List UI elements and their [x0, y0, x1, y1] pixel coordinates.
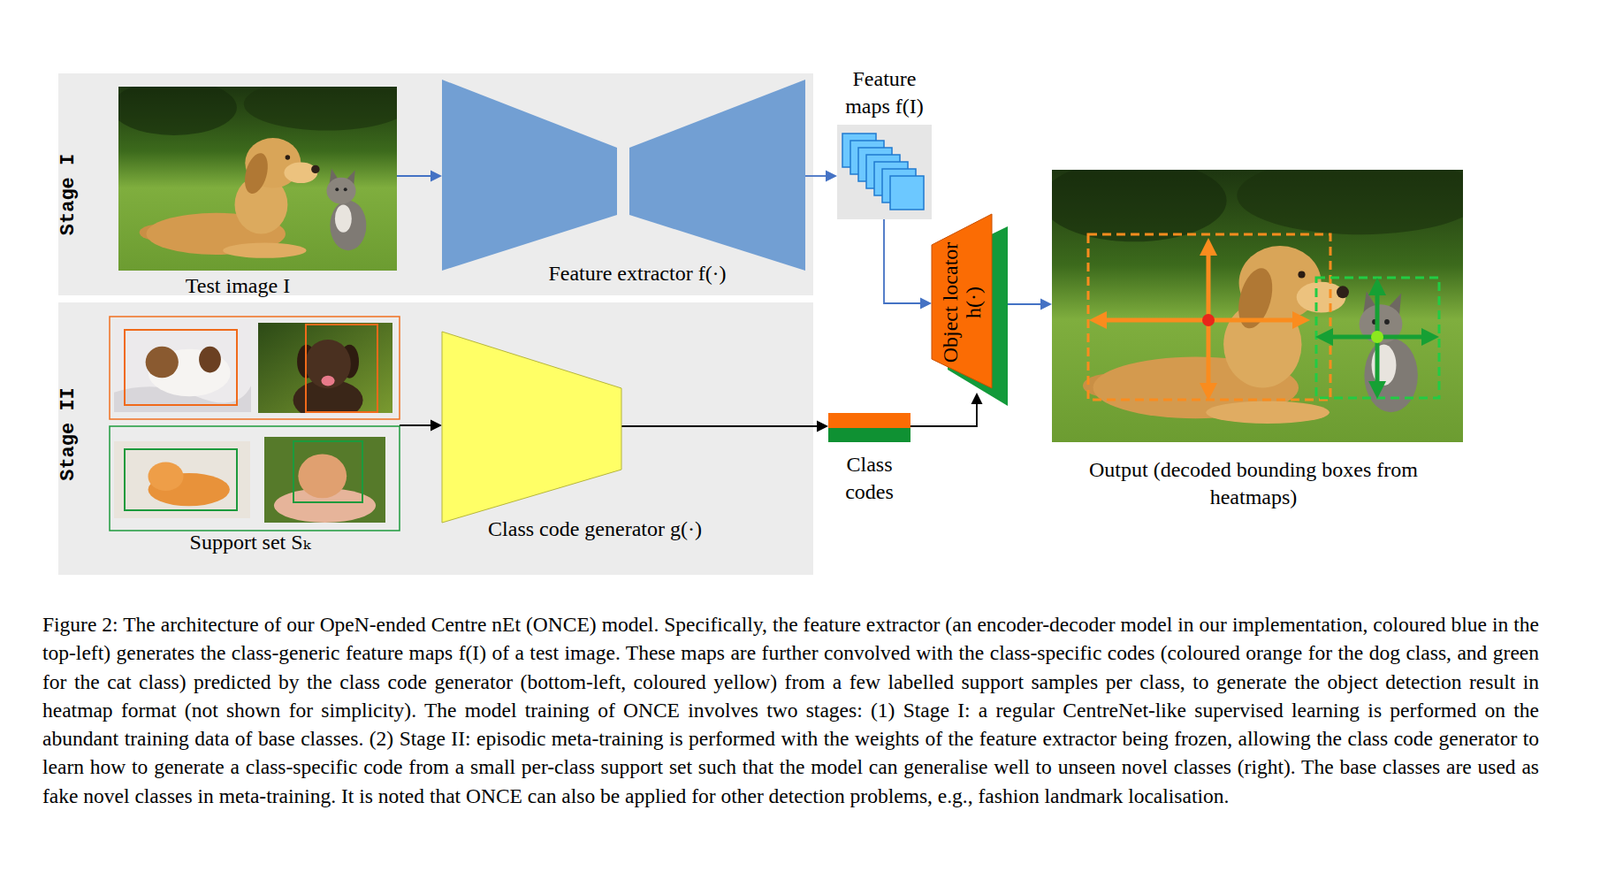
arrow-connector [805, 170, 838, 183]
output-photo [1041, 156, 1484, 442]
test-photo [111, 77, 412, 271]
arrow-head [816, 420, 829, 433]
arrow-head [430, 419, 442, 432]
connector-line [396, 175, 431, 177]
node-label: Feature extractor f(·) [491, 260, 784, 286]
node-label: Stage I [56, 128, 82, 261]
connector-line [399, 424, 431, 427]
arrow-head [1040, 298, 1052, 311]
arrow-connector [396, 170, 442, 183]
stage-background [58, 73, 814, 296]
photo-background [114, 441, 251, 519]
support-photo [264, 436, 386, 523]
node-label: Test image I [105, 273, 371, 298]
puppy-patch [145, 346, 179, 379]
feature-maps: Feature maps f(I) [837, 63, 932, 220]
support-set: Support set Sₖ [109, 316, 400, 556]
node-label: Class code generator g(·) [453, 516, 737, 541]
connector-line [883, 219, 921, 304]
cat-bbox [124, 449, 237, 511]
arrow-connector [1007, 298, 1052, 311]
generator-shape [441, 331, 622, 544]
size-arrow [1206, 246, 1212, 320]
size-arrow [1377, 335, 1431, 340]
arrow-head [920, 297, 932, 310]
kitten-head [148, 462, 184, 491]
arrow-connector [883, 219, 932, 310]
object-locator: Object locator h(·) [931, 213, 1008, 393]
puppy-ear [198, 346, 221, 374]
arrow-connector [621, 420, 829, 433]
centre-point [1202, 313, 1215, 327]
output-image: Output (decoded bounding boxes from heat… [1051, 169, 1463, 504]
dog-class-code [828, 412, 911, 428]
node-label: Support set Sₖ [108, 529, 392, 555]
class-codes: Class codes [828, 412, 911, 502]
arrow-connector [910, 392, 983, 427]
decoder-trapezoid [629, 79, 806, 271]
figure-caption: Figure 2: The architecture of our OpeN-e… [42, 609, 1540, 810]
puppy-tongue [320, 375, 335, 387]
size-arrow [1206, 320, 1212, 392]
cat-support-group [109, 426, 400, 531]
arrow-head [825, 170, 838, 183]
puppy-head [304, 339, 351, 389]
photo-background [114, 320, 252, 412]
class-code-generator: Class code generator g(·) [441, 331, 622, 544]
size-arrow [1375, 336, 1380, 390]
dog-bbox [305, 324, 378, 412]
centre-point [1371, 330, 1384, 343]
encoder-trapezoid [441, 79, 618, 271]
connector-line [621, 425, 817, 427]
node-label: Object locator h(·) [938, 231, 985, 374]
size-arrow [1208, 318, 1302, 323]
dog-locator-layer [931, 213, 992, 389]
size-arrow [1097, 318, 1209, 323]
support-photo [258, 322, 393, 421]
stage-panel: Stage I Test image I Feature extractor f(·… [58, 73, 814, 296]
stage-panel: Stage II Support set Sₖ Class code generat… [58, 302, 814, 575]
node-label: Output (decoded bounding boxes from heat… [1088, 456, 1420, 511]
cat-class-code [828, 427, 911, 442]
arrow-head [430, 170, 442, 183]
size-arrow [1324, 335, 1378, 340]
arrow-head [971, 392, 983, 404]
encoder-decoder-shape [441, 79, 806, 292]
node-label: Class codes [828, 450, 911, 506]
dog-detection-box [1088, 234, 1331, 400]
cat-detection-box [1316, 277, 1440, 398]
connector-line [910, 403, 977, 427]
kitten-head [297, 453, 347, 498]
node-label: Feature maps f(I) [837, 65, 932, 121]
connector-line [805, 175, 826, 177]
feature-map [890, 175, 924, 210]
feature-maps-ground [837, 124, 932, 220]
stage-background [58, 302, 814, 575]
node-label: Stage II [56, 358, 82, 510]
connector-line [1007, 303, 1041, 305]
size-arrow [1375, 286, 1380, 337]
arrow-connector [399, 419, 442, 432]
photo-background [264, 436, 386, 523]
generator-trapezoid [441, 331, 622, 523]
dog-bbox [124, 329, 237, 405]
support-photo [114, 320, 252, 412]
cat-bbox [293, 441, 363, 503]
support-photo [114, 441, 251, 519]
encoder-decoder: Feature extractor f(·) [441, 79, 806, 292]
image-panel: Test image I [118, 86, 397, 296]
